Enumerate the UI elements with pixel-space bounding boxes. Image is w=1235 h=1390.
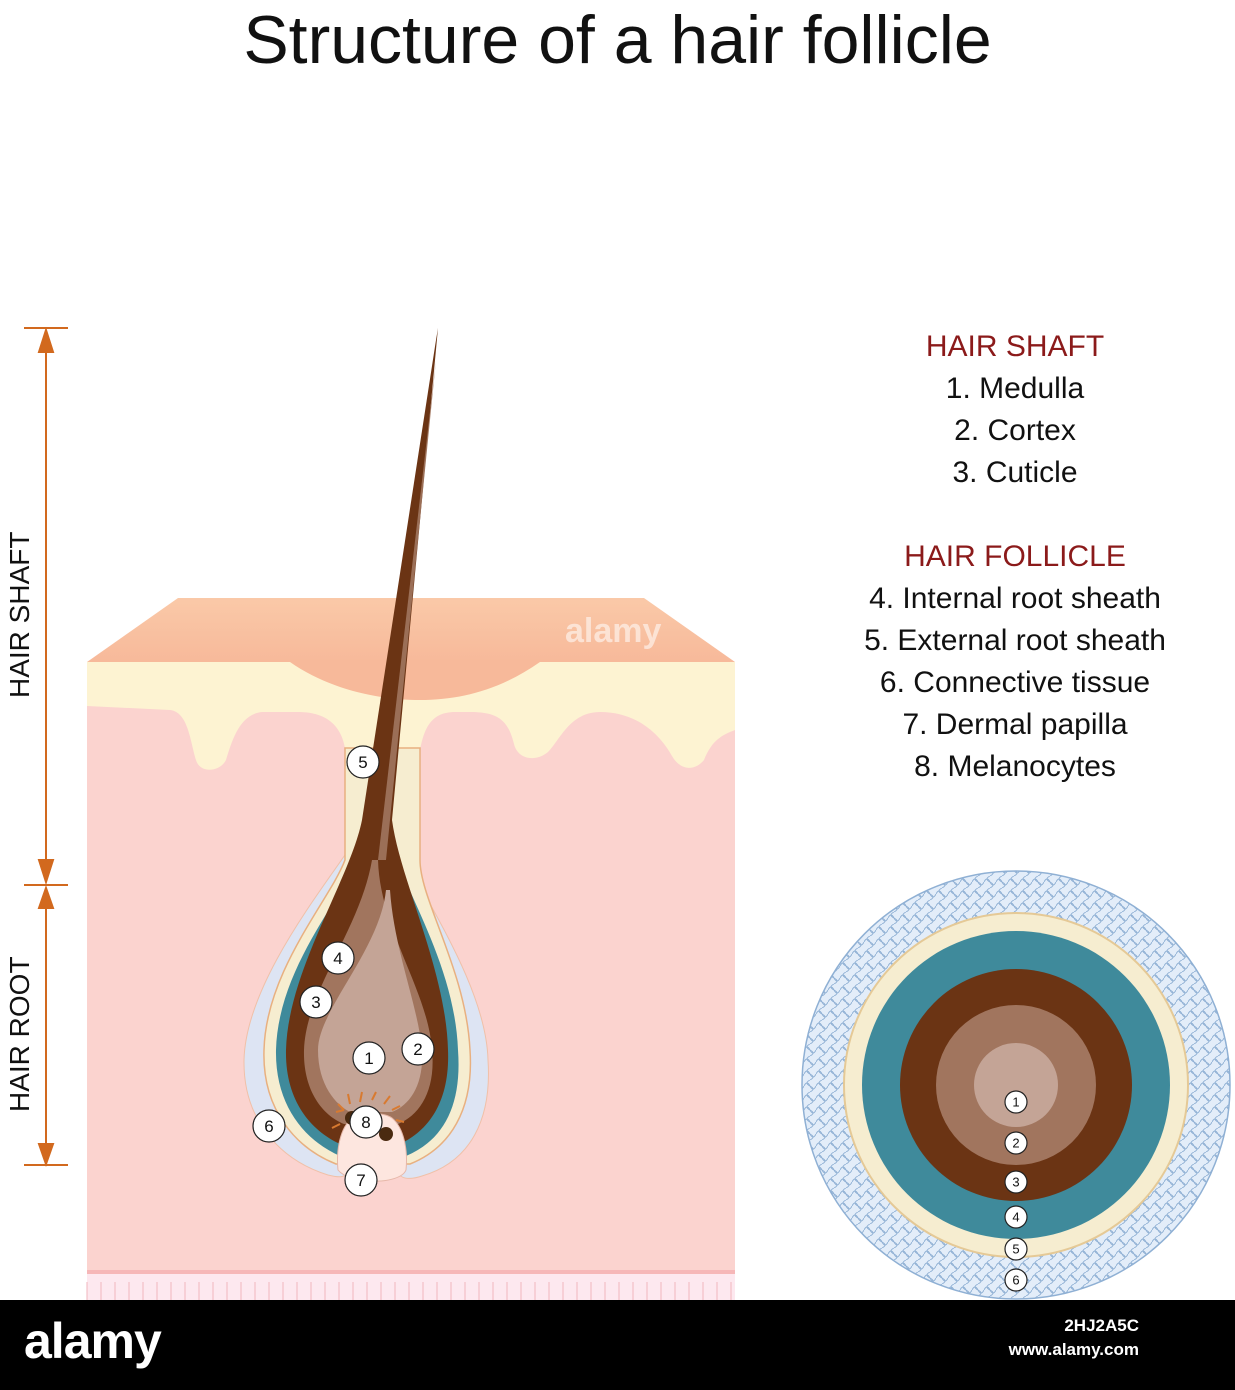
follicle-marker-8-label: 8 (361, 1113, 370, 1132)
legend: HAIR SHAFT 1. Medulla 2. Cortex 3. Cutic… (815, 326, 1215, 788)
follicle-marker-5-label: 5 (358, 753, 367, 772)
follicle-marker-7-label: 7 (356, 1171, 365, 1190)
cross-section-markers: 1 2 3 4 5 6 (1004, 1090, 1028, 1292)
cross-section-marker-2: 2 (1004, 1131, 1028, 1155)
hypodermis-cells (86, 1282, 732, 1300)
follicle-marker-8: 8 (349, 1105, 383, 1139)
follicle-marker-2-label: 2 (413, 1040, 422, 1059)
follicle-marker-4: 4 (321, 941, 355, 975)
cross-section-marker-3-label: 3 (1012, 1175, 1019, 1190)
footer-url: www.alamy.com (1008, 1340, 1139, 1359)
follicle-marker-7: 7 (344, 1163, 378, 1197)
cross-section-medulla (974, 1043, 1058, 1127)
legend-item-connective-tissue: 6. Connective tissue (879, 666, 1151, 699)
hair-follicle (243, 328, 489, 1182)
medulla-bulb (318, 890, 423, 1112)
legend-hair-follicle-heading: HAIR FOLLICLE (904, 540, 1126, 573)
follicle-marker-3-label: 3 (311, 993, 320, 1012)
cross-section-marker-5: 5 (1004, 1237, 1028, 1261)
diagram-title: Structure of a hair follicle (243, 2, 992, 78)
follicle-marker-1-label: 1 (364, 1049, 373, 1068)
footer-code: 2HJ2A5C www.alamy.com (1009, 1314, 1139, 1362)
cross-section-marker-1-label: 1 (1012, 1095, 1019, 1110)
follicle-marker-1: 1 (352, 1041, 386, 1075)
cross-section (801, 870, 1231, 1300)
melanocytes (331, 1091, 405, 1129)
cross-section-marker-5-label: 5 (1012, 1242, 1019, 1257)
legend-item-melanocytes: 8. Melanocytes (914, 750, 1116, 783)
follicle-marker-5: 5 (346, 745, 380, 779)
stratum-corneum (87, 598, 735, 662)
legend-hair-shaft-heading: HAIR SHAFT (925, 330, 1105, 363)
cross-section-marker-2-label: 2 (1012, 1136, 1019, 1151)
hair-follicle-diagram: 1 2 3 4 5 6 7 8 1 2 3 4 5 6 (24, 326, 1231, 1300)
follicle-markers: 1 2 3 4 5 6 7 8 (252, 745, 435, 1197)
legend-item-cortex: 2. Cortex (954, 414, 1076, 447)
watermark: alamy (565, 612, 662, 650)
hair-shaft-side-label: HAIR SHAFT (4, 531, 35, 698)
legend-item-internal-root-sheath: 4. Internal root sheath (869, 582, 1161, 615)
legend-item-cuticle: 3. Cuticle (952, 456, 1078, 489)
follicle-marker-6-label: 6 (264, 1117, 273, 1136)
legend-item-dermal-papilla: 7. Dermal papilla (902, 708, 1128, 741)
cross-section-marker-1: 1 (1004, 1090, 1028, 1114)
hypodermis-strip (87, 1272, 735, 1300)
follicle-marker-4-label: 4 (333, 949, 342, 968)
footer-image-id: 2HJ2A5C (1064, 1316, 1139, 1335)
hair-shaft-dimension-arrow (24, 326, 68, 886)
hair-shaft (362, 328, 438, 820)
cross-section-marker-4-label: 4 (1012, 1210, 1019, 1225)
cross-section-marker-6: 6 (1004, 1268, 1028, 1292)
footer-bar: alamy 2HJ2A5C www.alamy.com (0, 1300, 1235, 1390)
cross-section-marker-4: 4 (1004, 1205, 1028, 1229)
follicle-marker-2: 2 (401, 1032, 435, 1066)
legend-item-medulla: 1. Medulla (945, 372, 1085, 405)
cross-section-marker-6-label: 6 (1012, 1273, 1019, 1288)
epidermis-dip (290, 662, 540, 700)
legend-item-external-root-sheath: 5. External root sheath (864, 624, 1166, 657)
hair-root-side-label: HAIR ROOT (4, 956, 35, 1112)
hair-root-dimension-arrow (24, 884, 68, 1168)
cross-section-marker-3: 3 (1004, 1170, 1028, 1194)
follicle-marker-3: 3 (299, 985, 333, 1019)
follicle-marker-6: 6 (252, 1109, 286, 1143)
footer-logo: alamy (24, 1313, 162, 1369)
